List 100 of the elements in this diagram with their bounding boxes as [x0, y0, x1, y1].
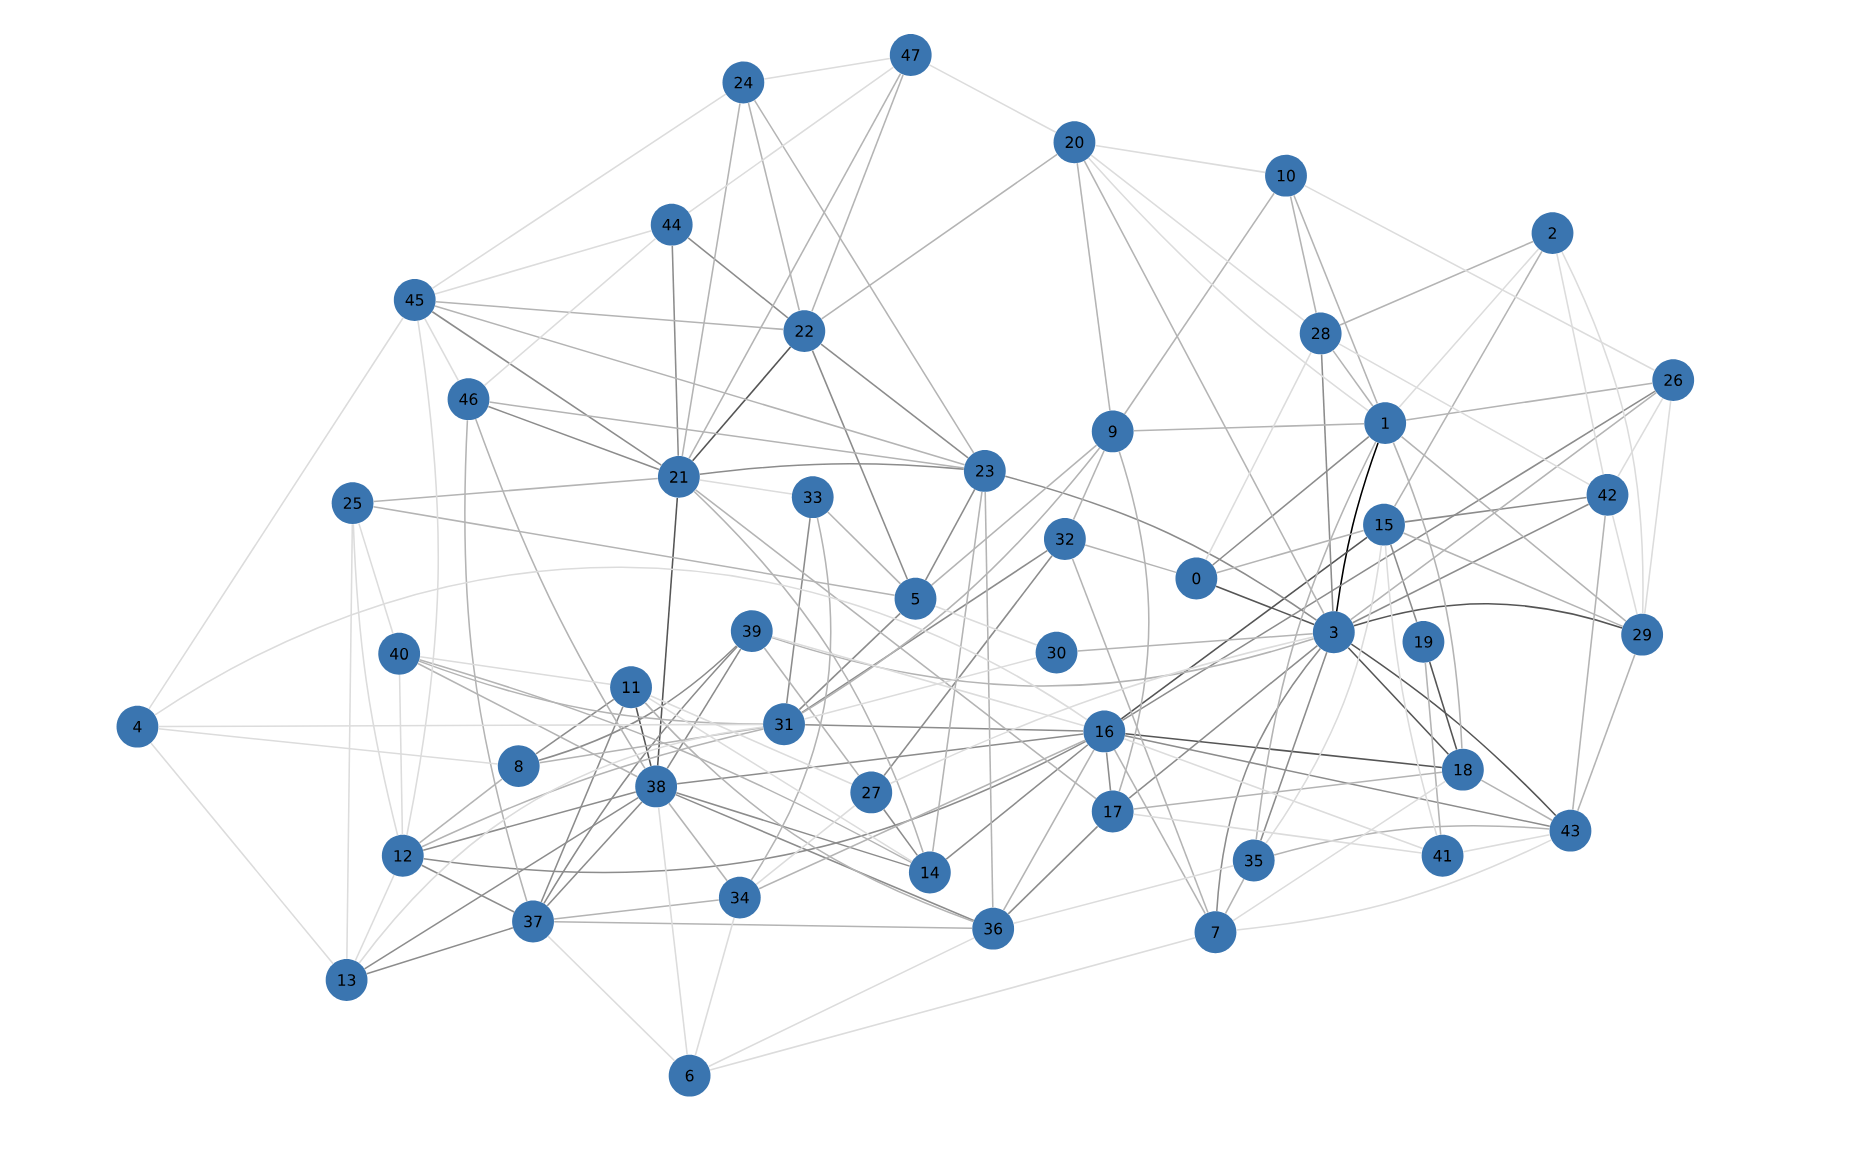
edge-line: [666, 648, 742, 770]
edge-line: [1390, 543, 1418, 623]
edge-line: [771, 636, 1315, 687]
edge-line: [763, 57, 891, 80]
edge-line: [763, 647, 860, 777]
edge-line: [1393, 250, 1543, 508]
edge-line: [1392, 441, 1463, 750]
edge-line: [1347, 646, 1450, 755]
edge-line: [434, 229, 653, 295]
graph-node: 38: [635, 765, 678, 808]
edge-line: [1643, 400, 1672, 615]
graph-node: 33: [791, 476, 834, 519]
edge-line: [418, 778, 503, 844]
edge-line: [352, 523, 399, 836]
edge-line: [406, 320, 439, 836]
edge-line: [889, 636, 1314, 785]
edge-line: [1120, 536, 1368, 720]
edge-line: [1402, 532, 1624, 628]
edge-line: [538, 726, 764, 764]
edge-line: [1132, 771, 1443, 810]
edge-line: [1012, 865, 1235, 925]
graph-node: 29: [1621, 613, 1664, 656]
edge-line: [747, 102, 801, 312]
edge-line: [827, 511, 902, 585]
edge-line: [811, 73, 904, 313]
edge-line: [687, 237, 789, 319]
edge-line: [924, 488, 976, 581]
edge-line: [1215, 585, 1315, 626]
graph-node: 6: [668, 1054, 711, 1097]
edge-line: [1224, 878, 1245, 915]
edge-line: [688, 66, 895, 214]
edge-line: [1124, 735, 1551, 827]
edge-line: [691, 346, 792, 462]
graph-node: 41: [1421, 834, 1464, 877]
edge-line: [1087, 157, 1369, 412]
edge-line: [674, 793, 975, 922]
edge-line: [1133, 422, 1365, 432]
graph-node: 44: [650, 203, 693, 246]
graph-node: 35: [1232, 839, 1275, 882]
edge-line: [431, 310, 663, 466]
graph-node: 5: [894, 577, 937, 620]
edge-line: [785, 517, 811, 705]
edge-line: [984, 491, 994, 909]
edge-line: [431, 93, 727, 290]
edge-line: [1332, 349, 1374, 407]
edge-line: [1094, 144, 1266, 174]
edge-line: [398, 674, 404, 836]
edge-line: [1611, 514, 1638, 615]
graph-node: 0: [1175, 557, 1218, 600]
graph-node: 17: [1091, 790, 1134, 833]
graph-node: 2: [1531, 212, 1574, 254]
edge-line: [1105, 751, 1112, 792]
edge-line: [1320, 353, 1334, 612]
edge-line: [154, 566, 1088, 721]
graph-node: 45: [393, 279, 436, 321]
edge-line: [1259, 651, 1328, 842]
edge-line: [1124, 732, 1443, 769]
graph-node: 32: [1044, 518, 1086, 560]
graph-node: 21: [657, 455, 700, 498]
edge-line: [1265, 544, 1383, 844]
edge-line: [1084, 544, 1177, 574]
graph-node: 13: [325, 959, 368, 1001]
edge-line: [883, 555, 1053, 777]
edge-line: [553, 899, 720, 920]
graph-node: 39: [730, 610, 773, 652]
graph-node: 16: [1083, 710, 1126, 753]
edge-line: [1090, 154, 1305, 322]
edge-line: [488, 401, 965, 469]
graph-node: 46: [447, 378, 490, 421]
edge-line: [1350, 391, 1658, 621]
edge-line: [1123, 192, 1275, 415]
edge-line: [930, 444, 1098, 586]
edge-line: [487, 405, 660, 471]
edge-line: [820, 153, 1058, 320]
edge-line: [1007, 825, 1099, 915]
edge-line: [928, 64, 1057, 134]
edge-line: [758, 739, 1086, 890]
edge-line: [150, 742, 334, 965]
edge-line: [1071, 557, 1209, 914]
edge-line: [1132, 813, 1423, 854]
edge-line: [366, 927, 514, 975]
edge-line: [1113, 749, 1206, 915]
edge-line: [1303, 184, 1656, 371]
graph-node: 20: [1053, 121, 1096, 164]
edge-line: [707, 937, 975, 1068]
edge-line: [483, 237, 657, 387]
edge-line: [1428, 661, 1458, 751]
edge-line: [635, 706, 652, 767]
edge-line: [753, 99, 975, 454]
edge-line: [694, 917, 735, 1057]
graph-node: 7: [1194, 911, 1237, 954]
edge-line: [803, 657, 1037, 720]
graph-node: 19: [1402, 620, 1445, 663]
edge-line: [657, 806, 688, 1056]
edge-line: [434, 305, 966, 466]
graph-node: 42: [1586, 473, 1629, 516]
edge-line: [800, 549, 1048, 714]
graph-node: 26: [1652, 359, 1695, 401]
edge-line: [883, 808, 919, 857]
graph-node: 36: [972, 907, 1015, 950]
